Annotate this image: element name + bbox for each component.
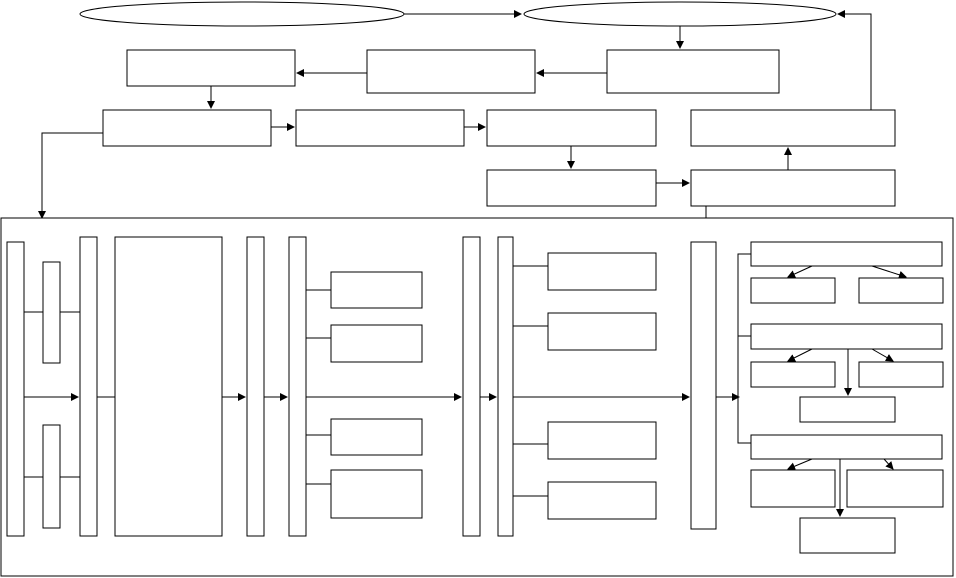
group-a-box-4: [330, 469, 423, 519]
right-3-box-center: [799, 517, 896, 554]
right-2-box-right: [858, 361, 944, 388]
group-b-box-4: [547, 481, 657, 520]
row4-box-left: [486, 169, 657, 207]
vbar-small-top: [42, 261, 61, 364]
arrow-right-1-right: [871, 265, 907, 279]
vbar-2: [79, 236, 98, 537]
right-1-box-left: [750, 277, 836, 304]
vbar-3: [246, 236, 265, 537]
right-header-1: [750, 241, 943, 267]
vbar-5: [462, 236, 481, 537]
tall-box: [114, 236, 223, 537]
group-b-box-1: [547, 252, 657, 291]
right-2-box-center: [799, 396, 896, 423]
group-a-box-3: [330, 418, 423, 456]
arrow-right-2-left: [787, 348, 813, 362]
arrow-row3-4-to-end-ellipse: [837, 10, 872, 110]
row3-box-3: [486, 109, 657, 147]
group-b-box-2: [547, 312, 657, 351]
arrow-right-2-right: [871, 348, 894, 362]
row2-box-right: [606, 49, 780, 94]
right-3-box-left: [750, 469, 836, 508]
ellipse-start: [79, 1, 405, 27]
row2-box-middle: [366, 49, 536, 94]
right-header-2: [750, 323, 943, 350]
row3-box-1: [102, 109, 272, 147]
group-b-box-3: [547, 421, 657, 460]
right-3-box-right: [846, 469, 944, 508]
row4-box-right: [690, 169, 896, 207]
vbar-small-bottom: [42, 424, 61, 529]
ellipse-end: [523, 1, 837, 27]
arrow-right-3-left: [787, 458, 813, 470]
vbar-7: [690, 241, 717, 530]
group-a-box-2: [330, 324, 423, 363]
row3-box-2: [295, 109, 465, 147]
row3-box-4: [690, 109, 896, 147]
arrow-right-1-left: [787, 265, 813, 278]
right-header-3: [750, 434, 943, 460]
group-a-box-1: [330, 271, 423, 309]
bracket-right: [737, 253, 751, 444]
vbar-4: [288, 236, 307, 537]
arrow-row3-1-to-container: [38, 132, 103, 219]
vbar-6: [497, 236, 514, 537]
vbar-1: [6, 241, 25, 537]
right-1-box-right: [858, 277, 944, 304]
row2-box-left: [126, 49, 296, 87]
arrow-right-3-right: [883, 458, 894, 470]
right-2-box-left: [750, 361, 836, 388]
